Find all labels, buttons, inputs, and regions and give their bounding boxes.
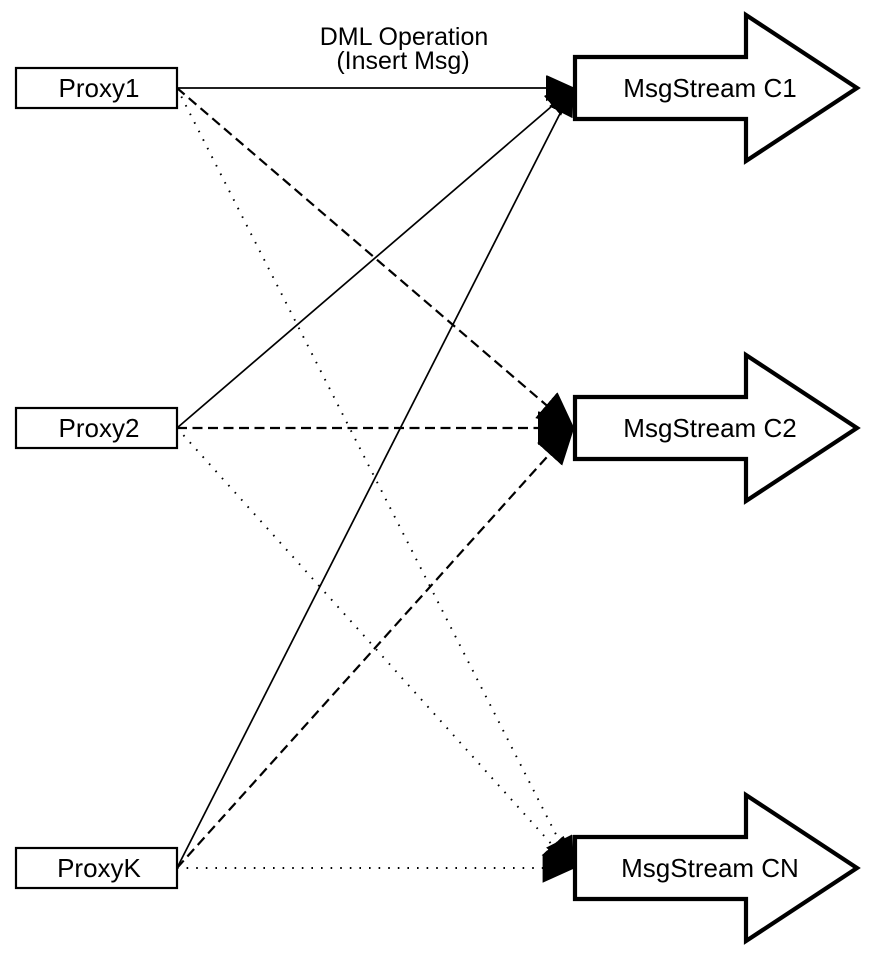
proxy-node-proxyk: ProxyK bbox=[14, 846, 179, 890]
msgstream-c2-arrow-shape bbox=[572, 351, 861, 505]
msgstream-c2-label: MsgStream C2 bbox=[623, 413, 796, 443]
proxy1-box bbox=[14, 66, 179, 110]
annotation-line1: DML Operation bbox=[320, 23, 489, 51]
stream-node-c1: MsgStream C1 bbox=[572, 11, 861, 165]
msgstream-c1-arrow-shape bbox=[572, 11, 861, 165]
dml-operation-annotation: DML Operation (Insert Msg) bbox=[320, 23, 489, 75]
proxy-node-proxy1: Proxy1 bbox=[14, 66, 179, 110]
proxy1-label: Proxy1 bbox=[59, 73, 140, 103]
edge-layer bbox=[176, 87, 573, 869]
msgstream-cn-arrow-shape bbox=[572, 791, 861, 945]
stream-node-c2: MsgStream C2 bbox=[572, 351, 861, 505]
msgstream-c1-label: MsgStream C1 bbox=[623, 73, 796, 103]
proxyk-box bbox=[14, 846, 179, 890]
edge-proxyk-to-c2-dashed bbox=[176, 428, 573, 869]
msgstream-cn-label: MsgStream CN bbox=[621, 853, 799, 883]
proxy2-label: Proxy2 bbox=[59, 413, 140, 443]
proxy-node-proxy2: Proxy2 bbox=[14, 406, 179, 450]
stream-node-cn: MsgStream CN bbox=[572, 791, 861, 945]
edge-proxy2-to-c1-solid bbox=[176, 88, 573, 429]
proxy2-box bbox=[14, 406, 179, 450]
annotation-line2: (Insert Msg) bbox=[336, 47, 469, 75]
edge-proxy1-to-c2-dashed bbox=[176, 87, 573, 428]
proxyk-label: ProxyK bbox=[57, 853, 141, 883]
edge-proxyk-to-c1-solid bbox=[176, 88, 573, 869]
